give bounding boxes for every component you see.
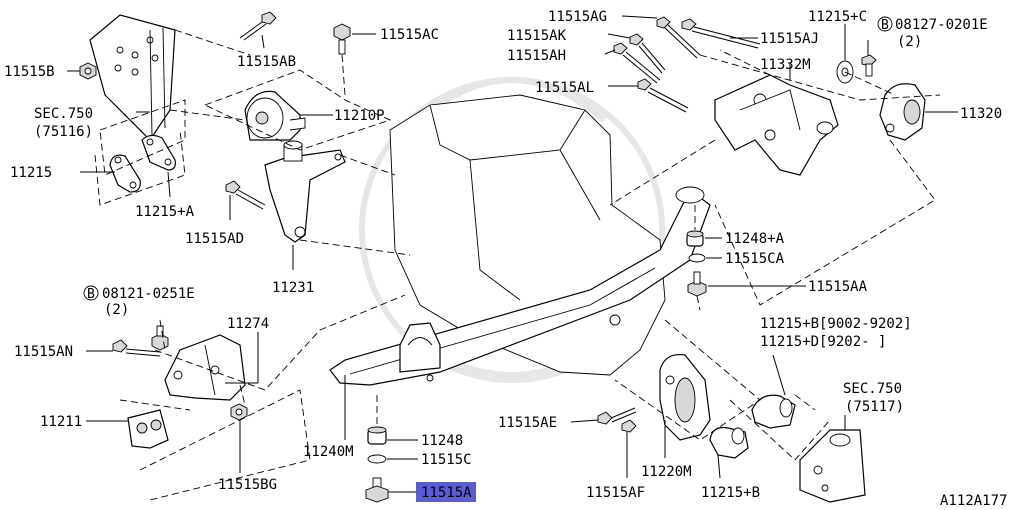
circle-b-letter-left: B [87,287,95,302]
label-11320: 11320 [960,106,1002,122]
washer-11515c [367,454,387,464]
bolt-11515al [637,78,689,113]
label-08121-qty: (2) [104,302,129,318]
label-11274: 11274 [227,316,269,332]
label-11515ad: 11515AD [185,231,244,247]
bolt-08127-0201e [861,54,877,77]
bolt-11515ag [656,16,701,59]
bolt-11515ab [239,11,277,41]
label-11215: 11215 [10,165,52,181]
circle-b-icon [877,16,893,32]
bolt-11515ac [333,23,351,55]
bolt-11515aa [687,271,707,297]
label-sec750-left: SEC.750 [34,106,93,122]
label-08127-0201e: 08127-0201E [895,17,988,33]
label-sec750-left-ref: (75116) [34,124,93,140]
stopper-11215 [109,154,141,193]
label-11215-d-range: 11215+D[9202- ] [760,334,886,350]
bolt-11515aj [681,18,761,49]
label-08121-0251e: 08121-0251E [102,286,195,302]
bracket-sec750-right [799,429,866,503]
nut-11515bg [230,403,248,421]
insulator-11211 [127,409,169,449]
label-11515ca: 11515CA [725,251,785,267]
stopper-11215-a [141,134,176,171]
circle-b-letter: B [881,18,889,33]
label-11215-b-range: 11215+B[9002-9202] [760,316,912,332]
bolt-11515ad [225,180,266,210]
insulator-11220m [659,353,711,441]
label-11515al: 11515AL [535,80,594,96]
insulator-11320 [879,83,926,141]
bracket-sec750-left [89,14,176,141]
label-11248: 11248 [421,433,463,449]
insulator-11210p [244,90,306,141]
label-11515ak: 11515AK [507,28,567,44]
bracket-11231 [264,140,346,243]
label-11515aa: 11515AA [808,279,868,295]
bolt-11515ae [597,407,637,425]
bolt-11515af [621,419,637,433]
label-11215-b: 11215+B [701,485,760,501]
assembly-dashed-lines [94,29,941,501]
label-11332m: 11332M [760,57,811,73]
figure-code: A112A177 [940,493,1007,509]
bracket-11274 [164,334,246,401]
bolt-08121-0251e [151,325,169,351]
label-11248-a: 11248+A [725,231,785,247]
label-11515ac: 11515AC [380,27,439,43]
label-sec750-right-ref: (75117) [845,399,904,415]
stopper-11248 [367,426,387,445]
label-11211: 11211 [40,414,82,430]
label-11515ah: 11515AH [507,48,566,64]
label-11515bg: 11515BG [218,477,277,493]
bolt-11515ah [613,42,661,84]
highlight-box-11515a [416,482,476,502]
label-sec750-right: SEC.750 [843,381,902,397]
label-11210p: 11210P [334,108,385,124]
label-11515b: 11515B [4,64,55,80]
label-11515c: 11515C [421,452,472,468]
stopper-11215-b [709,426,749,459]
label-11515af: 11515AF [586,485,645,501]
label-08127-qty: (2) [897,34,922,50]
bracket-11332m [714,74,839,176]
label-11515aj: 11515AJ [760,31,819,47]
bolt-11515an [112,339,161,357]
label-11231: 11231 [272,280,314,296]
label-11515a-highlighted: 11515A [421,485,472,501]
bolt-11515ak [629,33,666,74]
bolt-11515a [365,477,389,503]
label-11515ag: 11515AG [548,9,607,25]
stopper-11248-a [686,230,704,247]
nut-11515b [79,62,97,80]
label-11215-c: 11215+C [808,9,867,25]
stopper-11215-b-d [751,394,796,429]
leader-lines [67,15,958,479]
label-11515ab: 11515AB [237,54,296,70]
label-11515ae: 11515AE [498,415,557,431]
label-11240m: 11240M [303,444,354,460]
label-11220m: 11220M [641,464,692,480]
part-labels: 11515B SEC.750 (75116) 11515AB 11515AC 1… [4,9,1007,509]
washer-11515ca [688,253,706,263]
circle-b-icon-left [83,285,99,301]
label-11215-a: 11215+A [135,204,195,220]
label-11515an: 11515AN [14,344,73,360]
